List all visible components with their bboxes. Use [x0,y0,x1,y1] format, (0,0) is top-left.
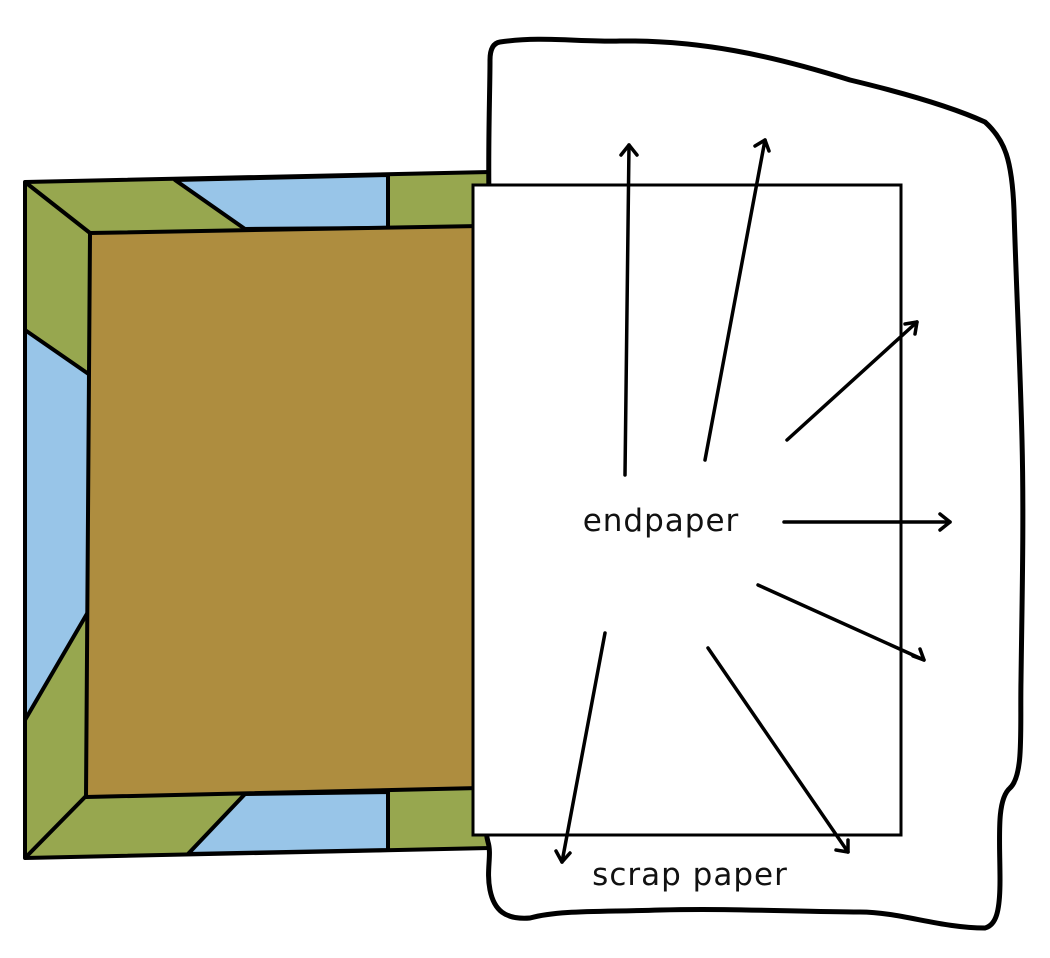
arrow-upper-right [785,320,919,442]
book-cover [23,170,492,860]
scrap-paper-label: scrap paper [592,857,788,893]
arrow-up-right [703,138,771,462]
arrow-down-left [554,631,607,864]
endpaper-sheet [471,183,903,837]
arrow-right [782,512,952,532]
arrow-lower-right [756,583,926,662]
cover-miter-bottom-left [23,794,88,860]
arrow-down-right [706,646,850,854]
cover-board [84,224,482,799]
direction-arrows [554,138,952,864]
arrow-up [619,143,639,477]
cover-miter-top-left [23,180,92,235]
endpaper-label: endpaper [583,503,740,539]
